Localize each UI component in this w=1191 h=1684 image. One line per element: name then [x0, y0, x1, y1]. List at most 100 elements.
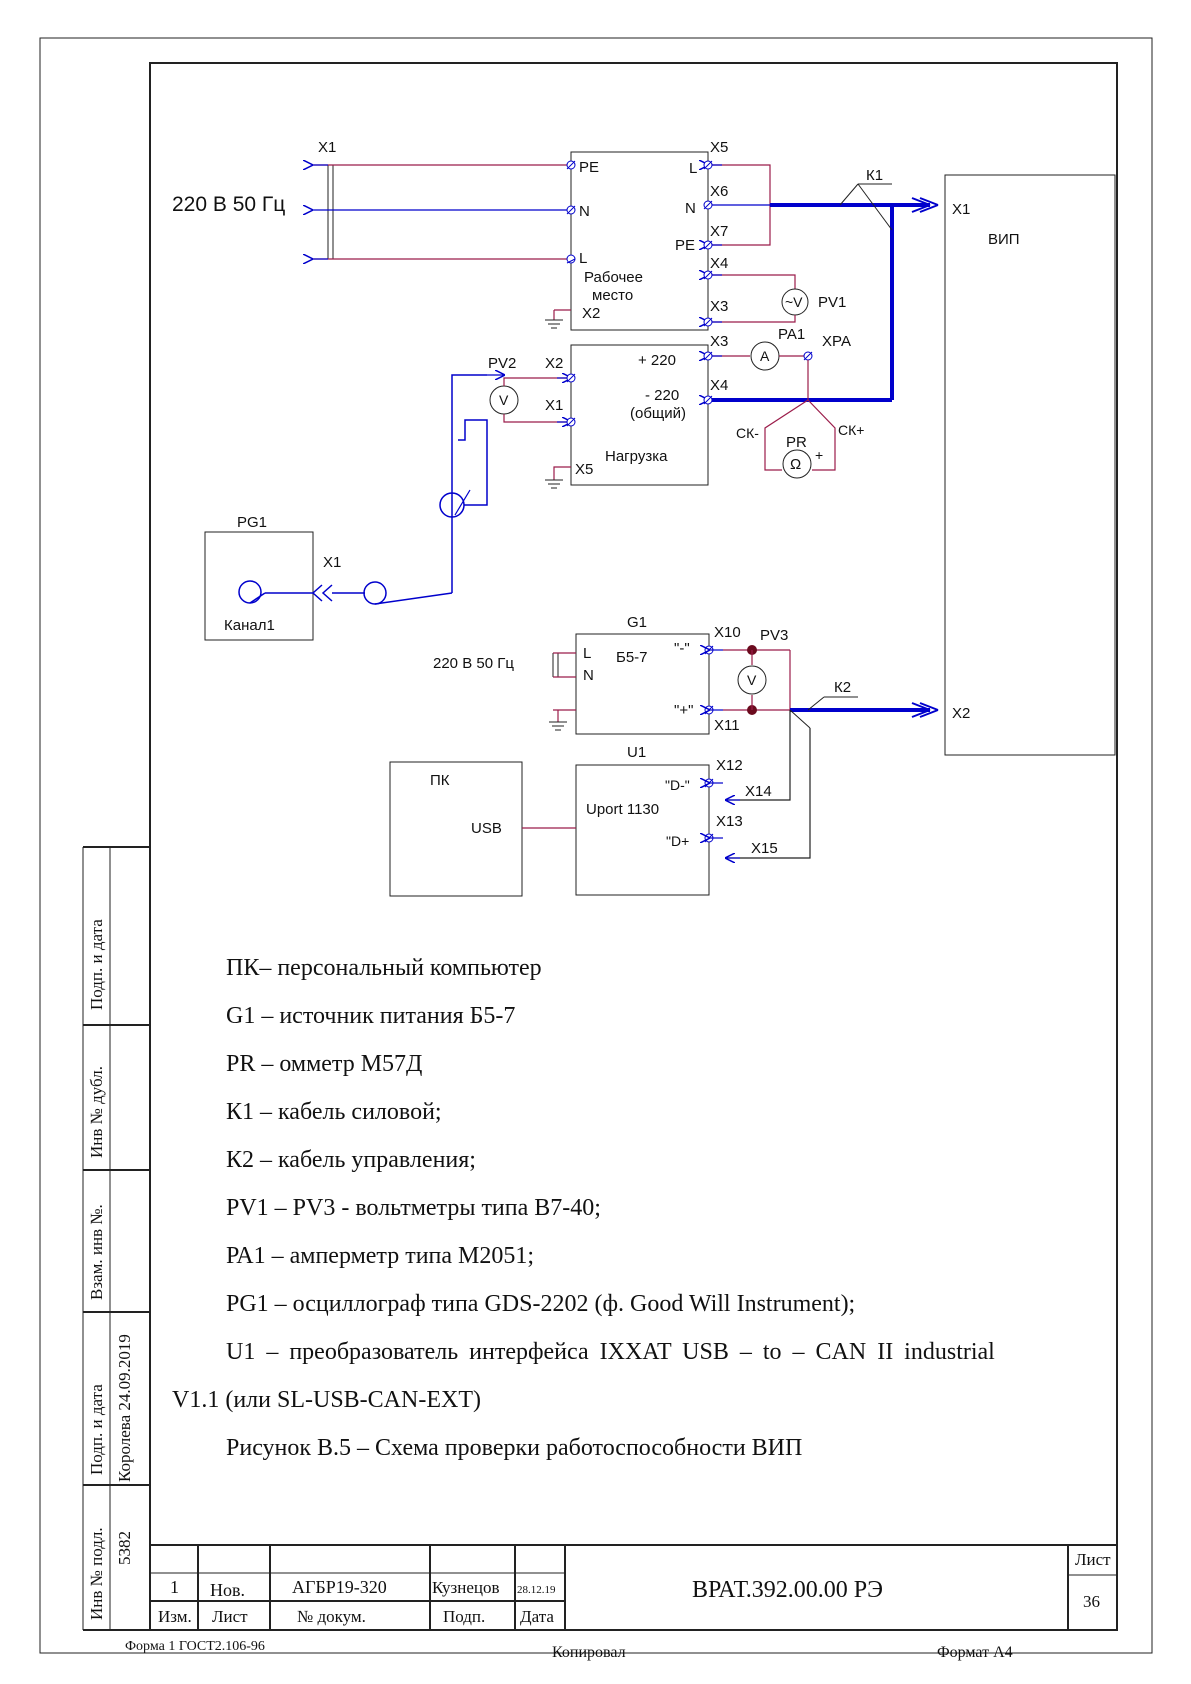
load-label: Нагрузка [605, 448, 668, 465]
side-podp-data-2: Подп. и дата [87, 1384, 106, 1475]
workplace-x3: X3 [710, 298, 728, 315]
workplace-x4: X4 [710, 255, 728, 272]
stamp-date-header: Дата [520, 1607, 554, 1626]
g1-n: N [583, 667, 594, 684]
pg1-oscilloscope: PG1 Канал1 X1 [204, 375, 504, 641]
workplace-outputs: ~V PV1 [704, 161, 846, 326]
channel1-label: Канал1 [224, 617, 275, 634]
workplace-out-pe: PE [675, 237, 695, 254]
legend-item-k2: К2 – кабель управления; [226, 1147, 476, 1173]
stamp-doc-value: АГБР19-320 [292, 1577, 387, 1597]
g1-plus: "+" [674, 702, 693, 719]
side-korol: Королева 24.09.2019 [115, 1334, 134, 1482]
pv3-symbol: V [747, 672, 757, 688]
figure-caption: Рисунок В.5 – Схема проверки работоспосо… [226, 1435, 803, 1461]
stamp-sheet-number: 36 [1083, 1592, 1100, 1611]
pc-block: ПК USB [389, 761, 576, 897]
load-x2: X2 [545, 355, 563, 372]
load-plus220: + 220 [638, 352, 676, 369]
stamp-date-value: 28.12.19 [517, 1584, 556, 1596]
legend-item-g1: G1 – источник питания Б5-7 [226, 1003, 516, 1029]
pv2-label: PV2 [488, 355, 516, 372]
workplace-out-l: L [689, 160, 697, 177]
workplace-l: L [579, 250, 587, 267]
stamp-podp-value: Кузнецов [432, 1578, 500, 1597]
pr-meter [782, 449, 812, 479]
pv1-label: PV1 [818, 294, 846, 311]
g1-mains-label: 220 В 50 Гц [433, 655, 514, 672]
outer-frame [39, 37, 1153, 1654]
legend-item-k1: К1 – кабель силовой; [226, 1099, 442, 1125]
u1-dplus: "D+ [666, 833, 689, 849]
u1-x15: X15 [751, 840, 778, 857]
g1-power-supply: G1 Б5-7 L N 220 В 50 Гц "-" "+" X10 X11 … [433, 614, 791, 735]
pa1-symbol: A [760, 348, 770, 364]
u1-dminus: "D-" [665, 777, 690, 793]
title-block: 1 Нов. АГБР19-320 Кузнецов 28.12.19 Изм.… [150, 1544, 1117, 1630]
legend-item-u1-cont: V1.1 (или SL-USB-CAN-EXT) [172, 1387, 481, 1413]
workplace-n: N [579, 203, 590, 220]
legend-item-pk: ПК– персональный компьютер [226, 955, 542, 981]
legend-item-pv: PV1 – PV3 - вольтметры типа В7-40; [226, 1195, 601, 1221]
stamp-izm-header: Изм. [158, 1607, 192, 1626]
u1-x12: X12 [716, 757, 743, 774]
g1-label: G1 [627, 614, 647, 631]
pa1-circuit: A PA1 ХРА Ω PR СК- СК+ + [704, 326, 864, 479]
load-x4: X4 [710, 377, 728, 394]
footer-form: Форма 1 ГОСТ2.106-96 [125, 1639, 265, 1654]
workplace-x5: X5 [710, 139, 728, 156]
workplace-out-n: N [685, 200, 696, 217]
k2-label: К2 [834, 679, 851, 696]
k1-cable: К1 [708, 167, 939, 402]
mains-input: 220 В 50 Гц X1 [172, 139, 576, 263]
workplace-x6: X6 [710, 183, 728, 200]
footer-copied: Копировал [552, 1644, 626, 1661]
ck-minus-label: СК- [736, 425, 759, 441]
vip-x1: X1 [952, 201, 970, 218]
side-vzam-inv: Взам. инв №. [87, 1204, 106, 1300]
usb-label: USB [471, 820, 502, 837]
g1-minus: "-" [674, 640, 690, 657]
pa1-label: PA1 [778, 326, 805, 343]
workplace-x7: X7 [710, 223, 728, 240]
u1-x13: X13 [716, 813, 743, 830]
stamp-doc-header: № докум. [297, 1607, 366, 1626]
k1-label: К1 [866, 167, 883, 184]
workplace-label-1: Рабочее [584, 269, 643, 286]
pv2-circuit: PV2 V [488, 355, 576, 489]
workplace-label-2: место [592, 287, 633, 304]
load-x1: X1 [545, 397, 563, 414]
stamp-list-value: Нов. [210, 1580, 245, 1600]
pv3-label: PV3 [760, 627, 788, 644]
footer-format: Формат А4 [937, 1644, 1013, 1661]
stamp-document-code: ВРАТ.392.00.00 РЭ [692, 1577, 883, 1603]
k2-cable: К2 [726, 679, 939, 859]
b57-label: Б5-7 [616, 649, 648, 666]
pr-symbol: Ω [790, 456, 801, 473]
side-number: 5382 [115, 1531, 134, 1565]
u1-uport: U1 Uport 1130 "D-" "D+ X12 X13 X14 X15 [575, 744, 778, 896]
stamp-list-header: Лист [212, 1607, 248, 1626]
pr-label: PR [786, 434, 807, 451]
ground-workplace [545, 309, 571, 329]
side-inv-podl: Инв № подл. [87, 1527, 106, 1620]
stamp-izm-value: 1 [170, 1577, 179, 1597]
pg1-x1: X1 [323, 554, 341, 571]
ck-plus-label: СК+ [838, 422, 864, 438]
load-x3: X3 [710, 333, 728, 350]
pv2-symbol: V [499, 392, 509, 408]
side-inv-dubl: Инв № дубл. [87, 1066, 106, 1158]
uport-label: Uport 1130 [586, 801, 659, 818]
legend-item-pg1: PG1 – осциллограф типа GDS-2202 (ф. Good… [226, 1291, 856, 1317]
side-podp-data-1: Подп. и дата [87, 919, 106, 1010]
pg1-label: PG1 [237, 514, 267, 531]
stamp-sheet-label: Лист [1075, 1550, 1111, 1569]
footer: Форма 1 ГОСТ2.106-96 Копировал Формат А4 [125, 1639, 1013, 1661]
mains-label: 220 В 50 Гц [172, 193, 285, 216]
xpa-label: ХРА [822, 333, 851, 350]
vip-x2: X2 [952, 705, 970, 722]
g1-x11: X11 [714, 717, 740, 734]
vip-label: ВИП [988, 231, 1020, 248]
